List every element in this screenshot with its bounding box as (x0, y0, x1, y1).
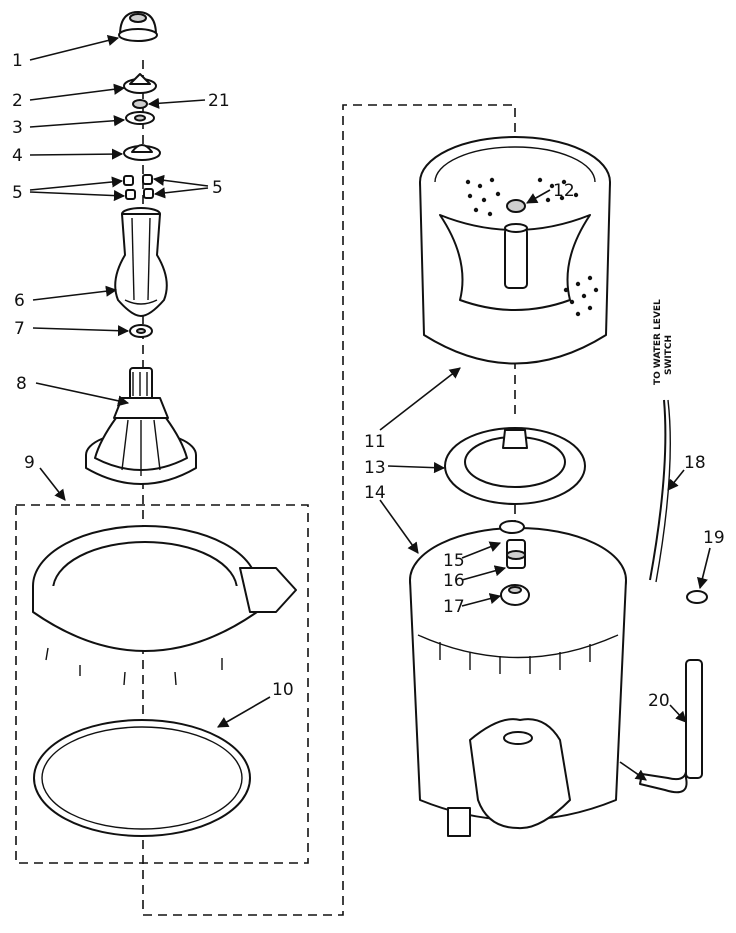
callout-14: 14 (364, 483, 386, 503)
callout-9: 9 (24, 453, 35, 473)
part-7-ring (129, 324, 153, 338)
part-16-bearing (506, 539, 526, 569)
callout-1: 1 (12, 51, 23, 71)
note-line-2: SWITCH (664, 335, 674, 375)
callout-leaders (29, 35, 711, 781)
callout-19: 19 (703, 528, 725, 548)
callout-5-left: 5 (12, 183, 23, 203)
part-13-drive-plate (444, 427, 586, 505)
callout-20: 20 (648, 691, 670, 711)
part-2-seal (123, 73, 157, 94)
callout-5-right: 5 (212, 178, 223, 198)
part-10-tub-gasket (33, 719, 251, 837)
part-18-air-hose (649, 399, 671, 583)
callout-15: 15 (443, 551, 465, 571)
callout-2: 2 (12, 91, 23, 111)
part-21-nut (132, 99, 148, 109)
part-20-dome-tube (639, 659, 703, 794)
water-level-switch-note: TO WATER LEVEL SWITCH (653, 299, 674, 385)
callout-labels: 1 2 21 3 4 5 5 6 7 8 9 10 11 12 13 14 15… (12, 51, 725, 711)
note-line-1: TO WATER LEVEL (653, 299, 663, 385)
part-12-nut (506, 199, 526, 213)
callout-10: 10 (272, 680, 294, 700)
basket-holes (465, 177, 599, 317)
callout-4: 4 (12, 146, 23, 166)
part-1-agitator-cap (118, 11, 158, 42)
part-3-washer (125, 111, 155, 125)
callout-6: 6 (14, 291, 25, 311)
callout-21: 21 (208, 91, 230, 111)
part-19-clamp (686, 590, 708, 604)
part-8-agitator-base (85, 367, 197, 485)
callout-13: 13 (364, 458, 386, 478)
part-14-outer-tub (409, 527, 627, 837)
tub-ring (32, 525, 297, 686)
part-17-seal (500, 584, 530, 606)
part-11-spin-basket (419, 136, 611, 365)
callout-17: 17 (443, 597, 465, 617)
part-9-group-box (15, 504, 309, 864)
callout-16: 16 (443, 571, 465, 591)
callout-8: 8 (16, 374, 27, 394)
callout-7: 7 (14, 319, 25, 339)
part-15-clip (499, 520, 525, 534)
callout-18: 18 (684, 453, 706, 473)
callout-11: 11 (364, 432, 386, 452)
part-4-cam (123, 144, 161, 161)
callout-3: 3 (12, 118, 23, 138)
part-6-agitator-barrel (114, 207, 168, 317)
part-5-dogs (123, 174, 154, 200)
callout-12: 12 (553, 181, 575, 201)
